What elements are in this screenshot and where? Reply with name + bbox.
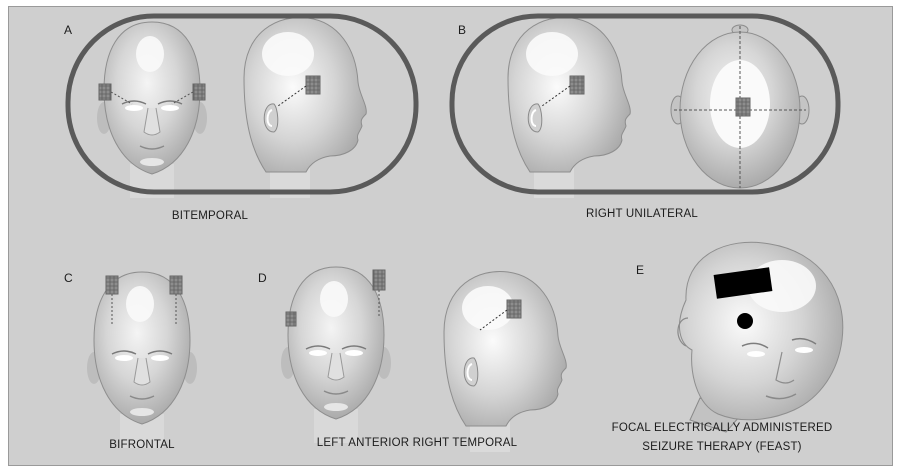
panel-b-letter: B (458, 23, 466, 37)
panel-e: E FOCAL ELECTRICALLY ADMINISTERED SEIZUR… (612, 242, 843, 453)
profile-head (444, 271, 566, 452)
panel-a: A BITEMPORAL (64, 16, 416, 222)
electrode-right-frontal (170, 276, 182, 294)
caption-feast-line2: SEIZURE THERAPY (FEAST) (642, 441, 801, 453)
caption-feast-line1: FOCAL ELECTRICALLY ADMINISTERED (612, 422, 833, 434)
frontal-head (97, 22, 207, 198)
feast-round-electrode (737, 313, 753, 329)
panel-a-letter: A (64, 23, 72, 37)
panel-d-letter: D (258, 271, 267, 285)
caption-bifrontal: BIFRONTAL (109, 439, 175, 451)
panel-c: C BIFRONTAL (64, 271, 197, 451)
panel-d: D LEFT ANTERIOR RIGHT TEMPORAL (258, 267, 566, 452)
panel-b: B RIGHT UNILATERAL (452, 16, 838, 220)
profile-head (244, 17, 366, 198)
electrode-right-temporal (570, 76, 584, 94)
electrode-temporal-side (306, 76, 320, 94)
electrode-right-temporal (193, 84, 205, 100)
electrode-left-anterior (373, 270, 385, 290)
caption-right-unilateral: RIGHT UNILATERAL (586, 208, 698, 220)
electrode-vertex (736, 98, 750, 116)
panel-e-letter: E (636, 263, 644, 277)
caption-bitemporal: BITEMPORAL (172, 210, 249, 222)
electrode-left-frontal (106, 276, 118, 294)
electrode-right-temporal (286, 312, 296, 326)
electrode-temporal-side (507, 300, 521, 318)
profile-head (508, 17, 630, 198)
electrode-left-temporal (99, 84, 111, 100)
frontal-head (87, 272, 197, 448)
panel-c-letter: C (64, 271, 73, 285)
caption-left-anterior-right-temporal: LEFT ANTERIOR RIGHT TEMPORAL (317, 437, 518, 449)
frontal-head (281, 267, 391, 443)
